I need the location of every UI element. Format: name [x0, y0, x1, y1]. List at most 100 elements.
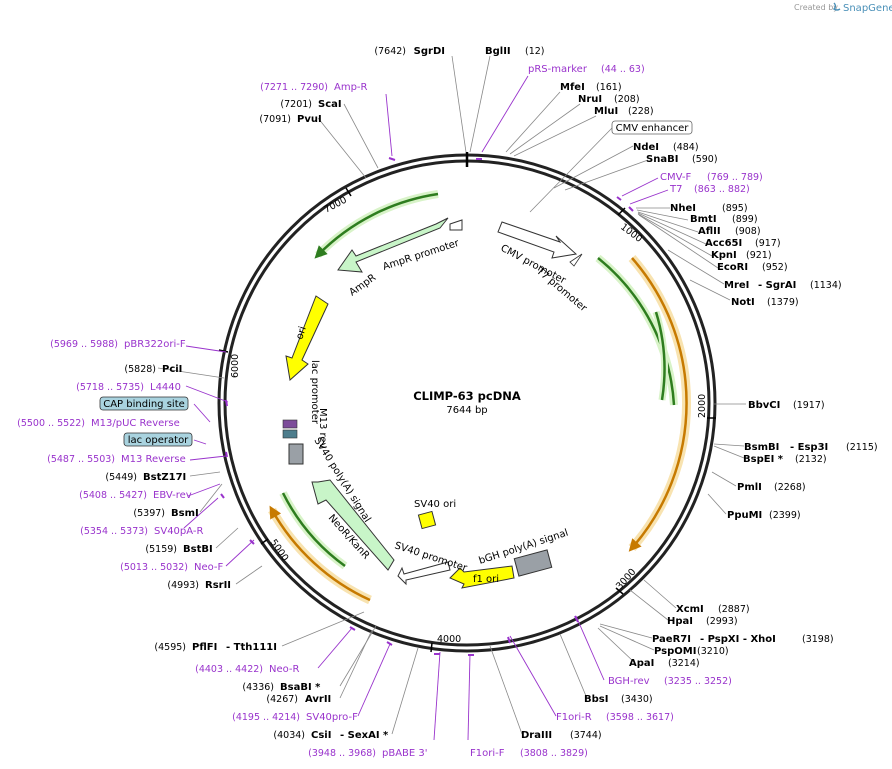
- enzyme-pos: (4595): [154, 642, 186, 653]
- lac-promoter-box-icon: [282, 419, 298, 429]
- enzyme-pos: (228): [628, 106, 654, 117]
- enzyme-label: PspOMI: [654, 646, 696, 657]
- backbone-ring: [217, 152, 717, 653]
- enzyme-label: BbsI: [584, 694, 608, 705]
- enzyme-label: NdeI: [633, 142, 659, 153]
- primer-pos: (5408 .. 5427): [79, 490, 147, 501]
- tick-label: 6000: [230, 354, 241, 378]
- primer-pos: (44 .. 63): [601, 64, 645, 75]
- enzyme-label: BsmBI: [744, 442, 779, 453]
- feature-label-lac-promoter: lac promoter: [309, 360, 320, 425]
- enzyme-label: BsaBI *: [280, 682, 321, 693]
- enzyme-label: NheI: [670, 203, 696, 214]
- enzyme-label: BbvCI: [748, 400, 780, 411]
- enzyme-label: BmtI: [690, 214, 717, 225]
- primer-pos: (7271 .. 7290): [260, 82, 328, 93]
- primer-label: Amp-R: [334, 82, 368, 93]
- enzyme-label: BspEI *: [743, 454, 784, 465]
- primer-label: BGH-rev: [608, 676, 650, 687]
- enzyme-label: HpaI: [667, 616, 693, 627]
- primer-lines: [183, 75, 669, 741]
- enzyme-pos: (4034): [273, 730, 305, 741]
- enzyme-label: BsmI: [171, 508, 199, 519]
- enzyme-label: XcmI: [676, 604, 704, 615]
- primer-pos: (769 .. 789): [707, 172, 763, 183]
- enzyme-label: BstBI: [183, 544, 213, 555]
- enzyme-pos: (7642): [374, 46, 406, 57]
- primer-pos: (5013 .. 5032): [120, 562, 188, 573]
- enzyme-pos: (7201): [280, 99, 312, 110]
- enzyme-label: AvrII: [305, 694, 331, 705]
- enzyme-label: AflII: [698, 226, 721, 237]
- enzyme-pos: (921): [746, 250, 772, 261]
- enzyme-pos: (7091): [259, 114, 291, 125]
- t7-promoter-arrow-icon: [569, 253, 583, 267]
- cmv-promoter-arrow-icon: [497, 221, 578, 259]
- enzyme-pos: (2887): [718, 604, 750, 615]
- enzyme-pos: (5397): [133, 508, 165, 519]
- primer-pos: (5969 .. 5988): [50, 339, 118, 350]
- enzyme-pos: (908): [735, 226, 761, 237]
- enzyme-label: NotI: [731, 297, 755, 308]
- sv40-ori-box-icon: [417, 510, 437, 530]
- enzyme-pos: (5449): [105, 472, 137, 483]
- enzyme-label: BstZ17I: [143, 472, 186, 483]
- enzyme-pos: (899): [732, 214, 758, 225]
- ampr-promoter-arrow-icon: [449, 219, 463, 231]
- feature-label-f1-ori: f1 ori: [473, 574, 499, 585]
- feature-label-ori: ori: [294, 325, 308, 341]
- primer-pos: (4403 .. 4422): [195, 664, 263, 675]
- primer-label: EBV-rev: [153, 490, 192, 501]
- enzyme-pos: (2115): [846, 442, 878, 453]
- enzyme-label: PciI: [162, 364, 182, 375]
- enzyme-label-alt: - Esp3I: [790, 442, 828, 453]
- primer-pos: (5487 .. 5503): [47, 454, 115, 465]
- f1-ori-arrow-icon: [449, 565, 515, 589]
- enzyme-pos: (3198): [802, 634, 834, 645]
- enzyme-pos: (895): [722, 203, 748, 214]
- primer-label: CMV-F: [660, 172, 691, 183]
- enzyme-label-2: PspXI: [708, 634, 740, 645]
- enzyme-label: MfeI: [560, 82, 585, 93]
- enzyme-pos: (2993): [706, 616, 738, 627]
- primer-pos: (5718 .. 5735): [76, 382, 144, 393]
- tick-label: 5000: [268, 537, 291, 563]
- cmv-enhancer-text: CMV enhancer: [616, 123, 690, 134]
- enzyme-label-3: XhoI: [750, 634, 775, 645]
- neor-arrow-icon: [311, 479, 395, 571]
- primer-label: SV40pA-R: [154, 526, 203, 537]
- lac-operator-text: lac operator: [128, 435, 189, 446]
- enzyme-pos: (4336): [242, 682, 274, 693]
- primer-label: pBR322ori-F: [124, 339, 186, 350]
- snapgene-logo-icon: [832, 2, 841, 11]
- enzyme-label: MreI: [724, 280, 749, 291]
- bgh-polya-box-icon: [513, 549, 553, 577]
- primer-pos: (5354 .. 5373): [80, 526, 148, 537]
- enzyme-pos: (4267): [266, 694, 298, 705]
- inner-feature-labels: CMV promoter T7 promoter AmpR promoter A…: [294, 238, 589, 585]
- enzyme-pos: (917): [755, 238, 781, 249]
- enzyme-label: EcoRI: [717, 262, 748, 273]
- orf-arcs: [268, 190, 692, 605]
- enzyme-pos: (3210): [697, 646, 729, 657]
- tick-label: 2000: [697, 394, 708, 418]
- sv40-polya-box-icon: [288, 443, 304, 465]
- enzyme-label: BglII: [485, 46, 511, 57]
- primer-label: pBABE 3': [382, 748, 428, 759]
- primer-pos: (4195 .. 4214): [232, 712, 300, 723]
- enzyme-pos: (1917): [793, 400, 825, 411]
- enzyme-label-2: SexAI *: [348, 730, 389, 741]
- tick-label: 4000: [437, 634, 461, 645]
- primer-label: L4440: [150, 382, 181, 393]
- enzyme-pos: (484): [673, 142, 699, 153]
- primer-label: Neo-R: [269, 664, 300, 675]
- enzyme-pos: (590): [692, 154, 718, 165]
- enzyme-label-alt: - PspXI - XhoI: [700, 634, 776, 645]
- primer-label: Neo-F: [194, 562, 224, 573]
- enzyme-label: NruI: [578, 94, 602, 105]
- m13-rev-box-icon: [282, 429, 298, 439]
- enzyme-label: KpnI: [711, 250, 737, 261]
- cap-binding-site-text: CAP binding site: [103, 399, 185, 410]
- ring-ticks: [218, 187, 716, 653]
